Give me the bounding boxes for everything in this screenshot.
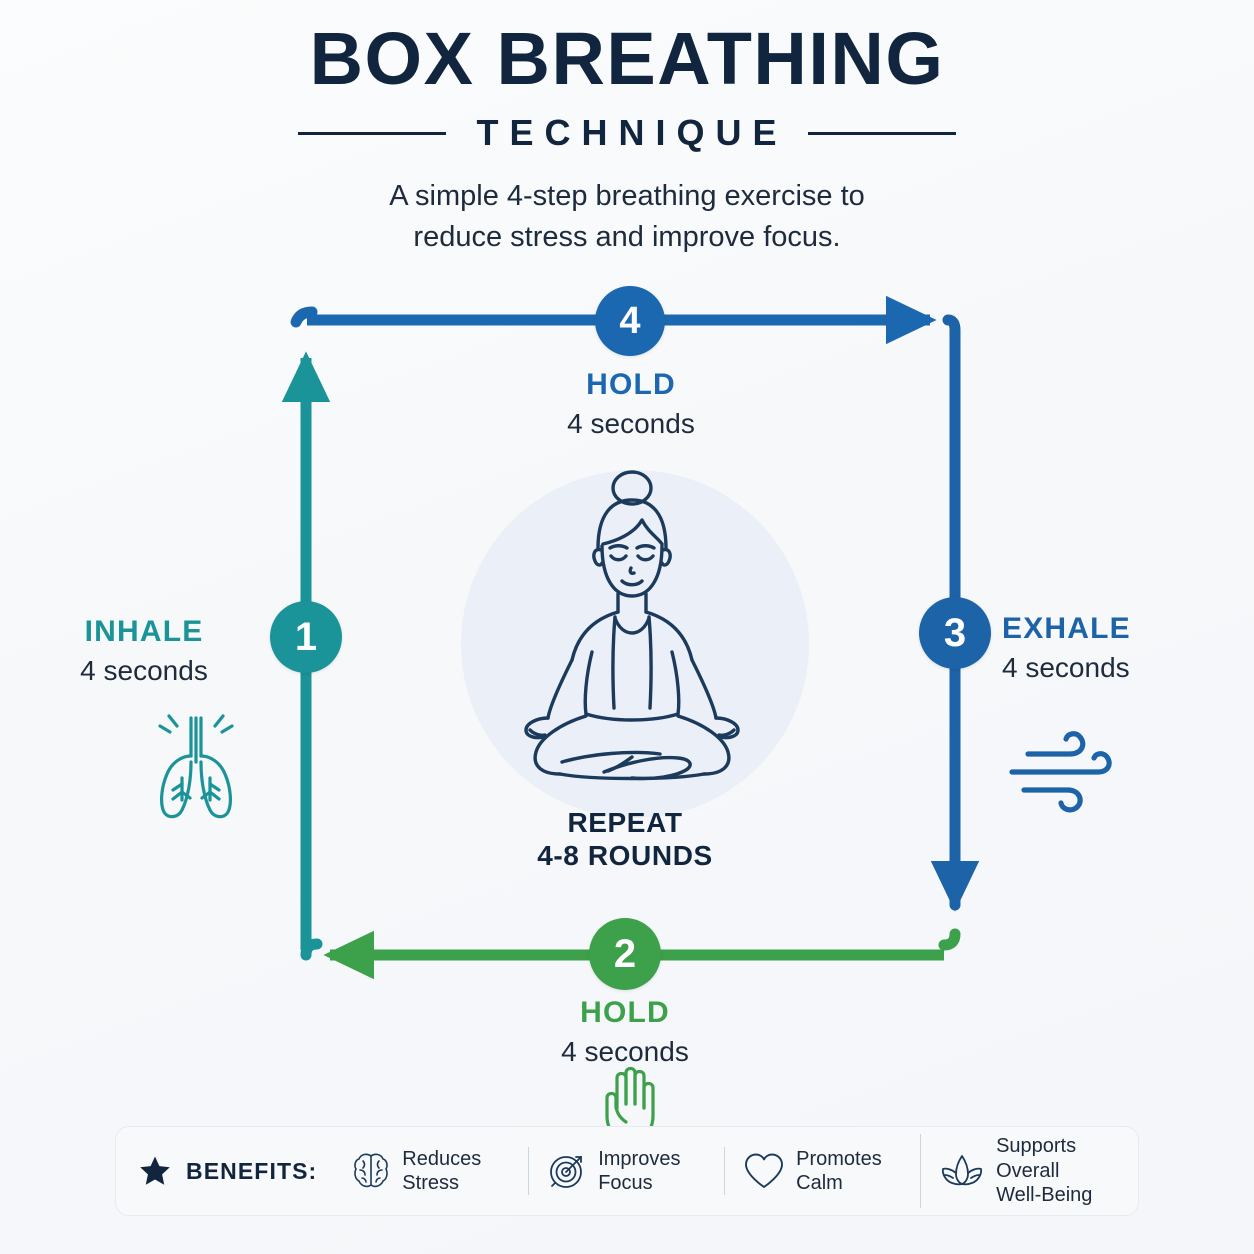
repeat-rounds: 4-8 ROUNDS — [537, 840, 713, 872]
meditating-person-icon — [524, 470, 740, 781]
step-3-labels: EXHALE 4 seconds — [1002, 612, 1232, 684]
benefit-line-1: Improves — [598, 1147, 681, 1170]
star-icon — [140, 1156, 170, 1185]
step-1-labels: INHALE 4 seconds — [28, 615, 260, 687]
benefit-item-promotes-calm[interactable]: Promotes Calm — [724, 1146, 920, 1196]
benefit-text: Reduces Stress — [402, 1147, 481, 1196]
benefit-line-1: Supports Overall — [996, 1135, 1077, 1182]
step-badge-4[interactable]: 4 — [595, 286, 665, 356]
step-3-title: EXHALE — [1002, 612, 1131, 645]
repeat-instruction: REPEAT 4-8 ROUNDS — [445, 806, 805, 872]
page-subtitle: TECHNIQUE — [476, 112, 788, 153]
target-icon — [550, 1156, 583, 1188]
header: BOX BREATHING TECHNIQUE A simple 4-step … — [0, 22, 1254, 258]
benefits-heading: BENEFITS: — [138, 1154, 333, 1188]
benefit-text: Supports Overall Well-Being — [996, 1134, 1099, 1207]
step-3-duration: 4 seconds — [1002, 652, 1130, 683]
step-4-duration: 4 seconds — [567, 408, 695, 439]
step-2-duration: 4 seconds — [561, 1036, 689, 1067]
tagline: A simple 4-step breathing exercise to re… — [0, 176, 1254, 258]
benefits-bar: BENEFITS: — [115, 1126, 1139, 1216]
benefit-item-supports-wellbeing[interactable]: Supports Overall Well-Being — [920, 1134, 1116, 1208]
benefit-item-improves-focus[interactable]: Improves Focus — [528, 1146, 724, 1196]
step-badge-1[interactable]: 1 — [270, 601, 342, 673]
step-1-duration: 4 seconds — [80, 655, 208, 686]
step-1-title: INHALE — [84, 615, 204, 648]
page-title: BOX BREATHING — [309, 17, 945, 100]
benefit-line-2: Calm — [796, 1171, 843, 1194]
step-2-title: HOLD — [580, 996, 670, 1029]
benefit-item-reduces-stress[interactable]: Reduces Stress — [333, 1147, 528, 1196]
benefit-line-1: Promotes — [796, 1147, 882, 1170]
tagline-line-1: A simple 4-step breathing exercise to — [389, 180, 865, 212]
heart-icon — [745, 1153, 784, 1188]
benefits-label: BENEFITS: — [186, 1157, 318, 1184]
step-2-labels: HOLD 4 seconds — [445, 996, 805, 1068]
benefit-text: Improves Focus — [598, 1147, 680, 1196]
tagline-line-2: reduce stress and improve focus. — [413, 221, 841, 254]
wind-icon — [1009, 731, 1112, 813]
benefit-text: Promotes Calm — [796, 1147, 882, 1196]
benefit-line-2: Well-Being — [996, 1184, 1093, 1207]
divider-right — [807, 131, 956, 135]
step-badge-2[interactable]: 2 — [589, 918, 661, 990]
lotus-icon — [942, 1155, 983, 1186]
step-badge-3[interactable]: 3 — [919, 597, 991, 669]
repeat-label: REPEAT — [567, 807, 683, 838]
divider-left — [298, 131, 447, 135]
step-4-labels: HOLD 4 seconds — [451, 368, 811, 440]
corner-bottom-right — [938, 928, 961, 951]
corner-bottom-left — [300, 938, 323, 961]
benefit-line-2: Focus — [598, 1171, 653, 1194]
brain-icon — [354, 1153, 389, 1188]
lungs-icon — [158, 714, 234, 819]
subtitle-row: TECHNIQUE — [0, 112, 1254, 154]
benefit-line-2: Stress — [402, 1171, 459, 1194]
benefits-items: Reduces Stress Improves — [333, 1134, 1116, 1208]
benefit-line-1: Reduces — [402, 1147, 482, 1170]
corner-top-left — [290, 306, 318, 328]
step-4-title: HOLD — [586, 368, 676, 401]
